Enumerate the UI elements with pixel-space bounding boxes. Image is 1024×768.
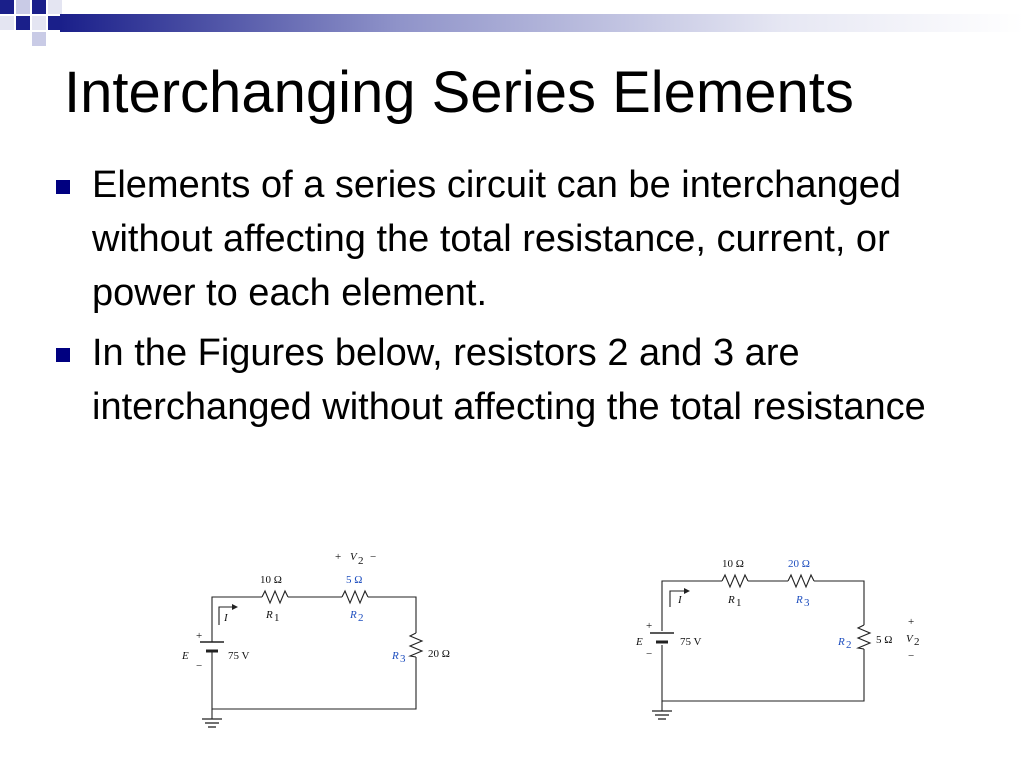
r2-value: 5 Ω (876, 634, 892, 646)
source-plus: + (646, 620, 652, 632)
bullet-list: Elements of a series circuit can be inte… (56, 158, 976, 440)
resistor-r3 (408, 632, 424, 658)
wire (661, 580, 722, 631)
wire (368, 596, 417, 633)
r1-value: 10 Ω (260, 574, 282, 586)
r3-value: 20 Ω (788, 558, 810, 570)
current-arrow (218, 606, 232, 625)
r2-sub: 2 (358, 612, 364, 624)
source-minus: − (646, 648, 652, 660)
arrow-head-icon (684, 588, 690, 594)
r1-value: 10 Ω (722, 558, 744, 570)
r2-name: R (349, 609, 357, 621)
deco-square (32, 32, 46, 46)
wire (211, 657, 417, 710)
r3-sub: 3 (804, 597, 810, 609)
r2-value: 5 Ω (346, 574, 362, 586)
deco-square (48, 16, 62, 30)
wire (814, 580, 865, 625)
circuit-diagram-left: + V 2 − 10 Ω R 1 5 Ω R 2 R 3 20 Ω I + E … (181, 551, 450, 728)
resistor-r3 (787, 573, 815, 589)
bullet-item: Elements of a series circuit can be inte… (56, 158, 976, 320)
source-value: 75 V (680, 636, 702, 648)
current-label: I (223, 612, 229, 624)
deco-square (0, 16, 14, 30)
resistor-r2 (341, 589, 369, 605)
r1-name: R (727, 594, 735, 606)
deco-square (16, 16, 30, 30)
deco-square (48, 0, 62, 14)
deco-square (32, 16, 46, 30)
circuit-figure-left: + V 2 − 10 Ω R 1 5 Ω R 2 R 3 20 Ω I + E … (170, 545, 470, 745)
current-arrow (669, 590, 684, 607)
circuit-figure-right: 10 Ω R 1 20 Ω R 3 R 2 5 Ω + V 2 − I + E … (628, 553, 938, 743)
voltage-minus: − (908, 650, 914, 662)
circuit-diagram-right: 10 Ω R 1 20 Ω R 3 R 2 5 Ω + V 2 − I + E … (635, 558, 920, 720)
gradient-stripe (60, 14, 1024, 32)
header-gradient-bar (0, 0, 1024, 52)
r1-sub: 1 (274, 612, 280, 624)
wire (661, 645, 865, 702)
r3-value: 20 Ω (428, 648, 450, 660)
square-bullet-icon (56, 348, 70, 362)
source-minus: − (196, 660, 202, 672)
current-label: I (677, 594, 683, 606)
resistor-r1 (721, 573, 749, 589)
source-value: 75 V (228, 650, 250, 662)
slide-title: Interchanging Series Elements (64, 60, 854, 125)
wire (211, 596, 262, 637)
r1-name: R (265, 609, 273, 621)
source-plus: + (196, 630, 202, 642)
deco-square (0, 0, 14, 14)
bullet-text: In the Figures below, resistors 2 and 3 … (92, 332, 926, 428)
voltage-label: V (350, 551, 358, 563)
r2-name: R (837, 636, 845, 648)
voltage-label: V (906, 633, 914, 645)
bullet-text: Elements of a series circuit can be inte… (92, 164, 901, 314)
r2-sub: 2 (846, 639, 852, 651)
resistor-r2 (856, 624, 872, 650)
r3-sub: 3 (400, 653, 406, 665)
source-name: E (635, 636, 643, 648)
r3-name: R (391, 650, 399, 662)
square-bullet-icon (56, 180, 70, 194)
resistor-r1 (261, 589, 289, 605)
voltage-sub: 2 (358, 555, 364, 567)
source-name: E (181, 650, 189, 662)
voltage-sub: 2 (914, 636, 920, 648)
voltage-plus: + (335, 551, 341, 563)
deco-square (32, 0, 46, 14)
header-decoration (0, 0, 1024, 46)
voltage-plus: + (908, 616, 914, 628)
voltage-minus: − (370, 551, 376, 563)
arrow-head-icon (232, 604, 238, 610)
r1-sub: 1 (736, 597, 742, 609)
bullet-item: In the Figures below, resistors 2 and 3 … (56, 326, 976, 434)
deco-square (16, 0, 30, 14)
r3-name: R (795, 594, 803, 606)
